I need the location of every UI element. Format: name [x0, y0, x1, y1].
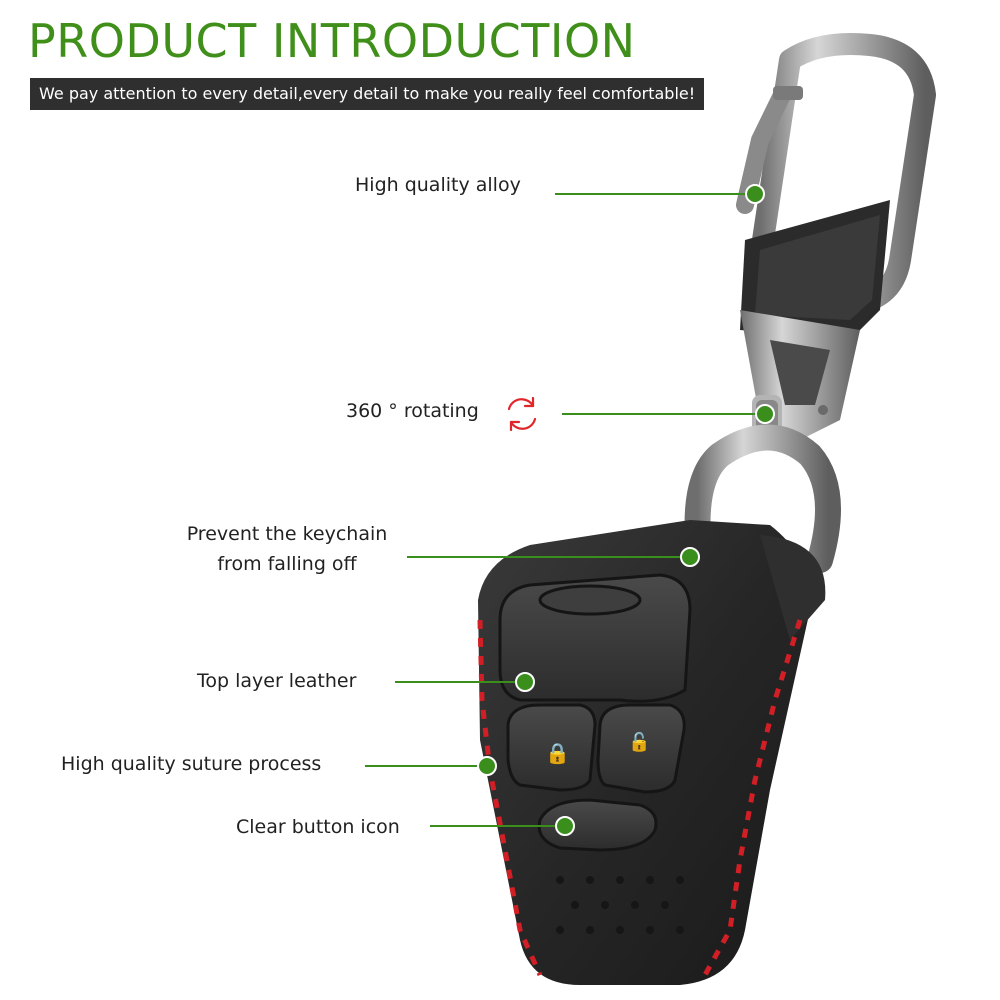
feature-label-suture: High quality suture process	[61, 753, 322, 775]
rotate-icon	[507, 396, 537, 432]
page-subtitle: We pay attention to every detail,every d…	[30, 78, 704, 110]
callout-dot-alloy	[745, 184, 765, 204]
callout-dot-prevent	[680, 547, 700, 567]
callout-dot-leather	[515, 672, 535, 692]
feature-label-prevent-1: Prevent the keychain	[186, 523, 388, 545]
fob-buttons: 🔒 🔓	[498, 573, 692, 852]
leather-strap	[740, 200, 890, 340]
callout-dot-rotating	[755, 404, 775, 424]
svg-text:🔓: 🔓	[628, 731, 650, 753]
feature-label-rotating: 360 ° rotating	[346, 400, 479, 422]
svg-text:🔒: 🔒	[545, 741, 570, 765]
alloy-hook	[736, 33, 936, 311]
callout-dot-icon	[555, 816, 575, 836]
callout-dot-suture	[477, 756, 497, 776]
feature-label-prevent-2: from falling off	[217, 553, 357, 575]
page-title: PRODUCT INTRODUCTION	[28, 14, 636, 68]
feature-label-leather: Top layer leather	[197, 670, 357, 692]
feature-label-alloy: High quality alloy	[355, 174, 521, 196]
feature-label-icon: Clear button icon	[236, 816, 400, 838]
